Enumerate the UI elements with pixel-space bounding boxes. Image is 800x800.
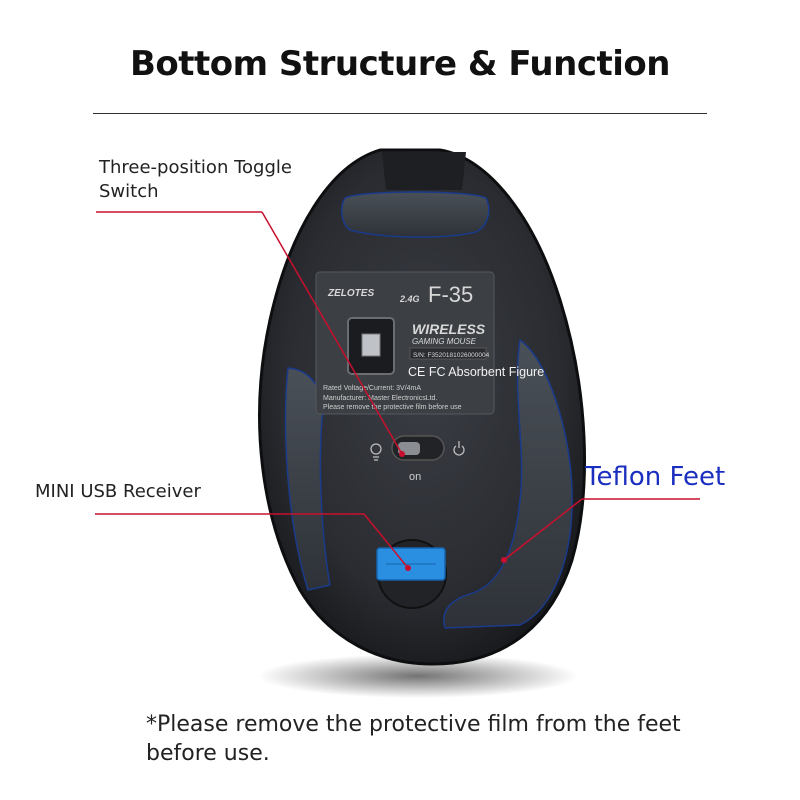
plate-model: F-35 <box>428 282 473 307</box>
callout-line-toggle <box>96 211 403 455</box>
plate-serial: S/N: F3520181026000004 <box>413 352 490 359</box>
callout-line-usb <box>95 513 409 569</box>
footnote: *Please remove the protective film from … <box>146 712 681 766</box>
plate-manufacturer: Manufacturer: Master ElectronicsLtd. <box>323 395 437 402</box>
callout-toggle-switch: Three-position Toggle Switch <box>99 156 292 204</box>
callout-usb-receiver: MINI USB Receiver <box>35 481 201 502</box>
mouse-shadow <box>258 654 578 698</box>
teflon-pad-right <box>443 338 573 629</box>
switch-on-label: on <box>409 471 421 483</box>
lightbulb-icon <box>370 443 382 461</box>
top-notch <box>382 152 466 190</box>
teflon-pad-top <box>340 191 490 238</box>
callout-toggle-line1: Three-position Toggle <box>99 157 292 178</box>
plate-rated: Rated Voltage/Current: 3V/4mA <box>323 385 421 392</box>
power-icon <box>453 441 465 456</box>
plate-warning: Please remove the protective film before… <box>323 404 462 411</box>
callout-teflon-feet: Teflon Feet <box>585 462 726 492</box>
page-title: Bottom Structure & Function <box>130 44 670 84</box>
plate-brand: ZELOTES <box>327 288 374 299</box>
plate-line1: WIRELESS <box>412 321 486 337</box>
label-plate <box>315 271 495 415</box>
plate-line2: GAMING MOUSE <box>412 337 477 346</box>
callout-toggle-line2: Switch <box>99 181 159 202</box>
plate-band: 2.4G <box>399 294 420 304</box>
callout-line-teflon <box>503 498 700 561</box>
plate-cert: CE FC Absorbent Figure <box>408 365 544 379</box>
title-divider <box>93 113 707 114</box>
